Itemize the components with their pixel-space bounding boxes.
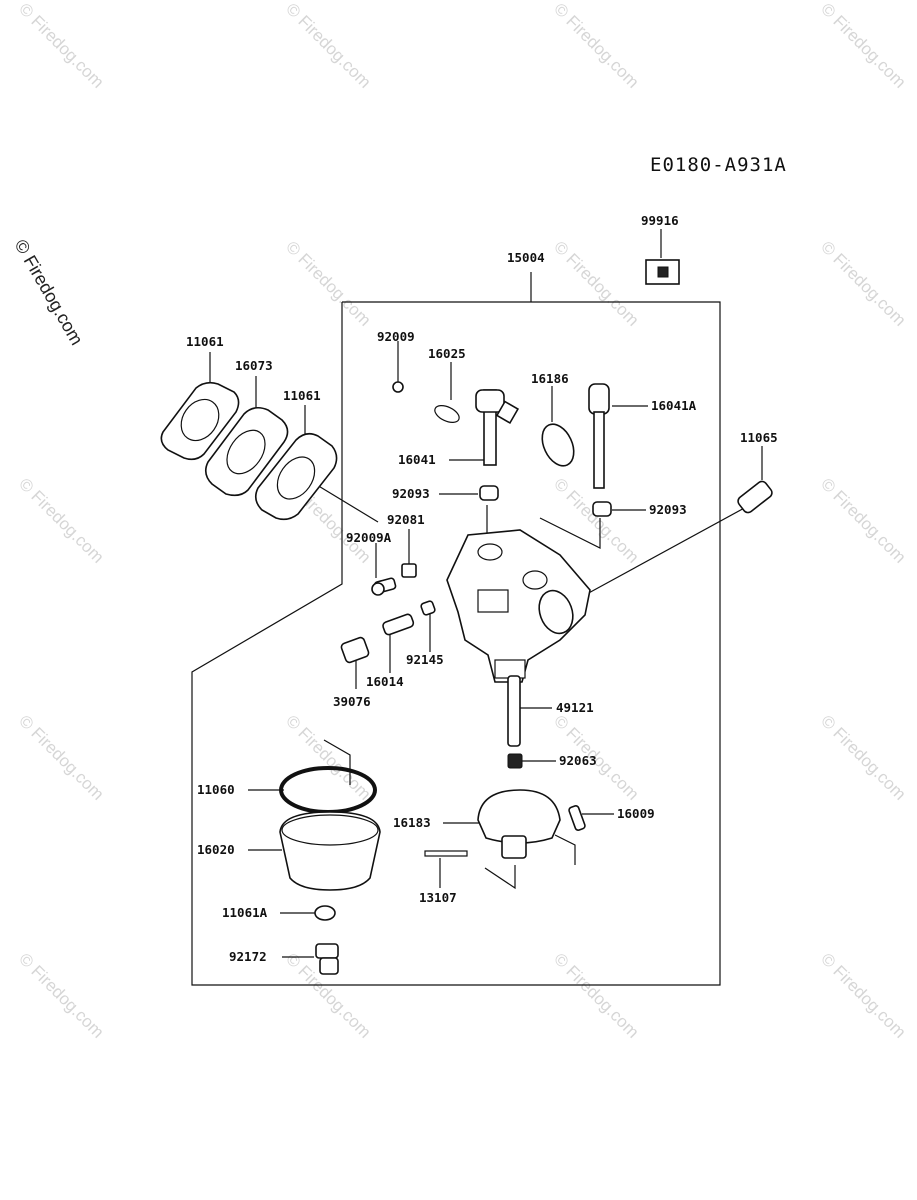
- watermark: © Firedog.com: [550, 0, 642, 92]
- watermark: © Firedog.com: [550, 949, 642, 1041]
- watermark: © Firedog.com: [15, 0, 107, 92]
- part-label[interactable]: 16009: [617, 806, 655, 821]
- part-label[interactable]: 11061A: [222, 905, 268, 920]
- watermark: © Firedog.com: [550, 237, 642, 329]
- watermark: © Firedog.com: [817, 0, 909, 92]
- leader-lines: [209, 229, 763, 958]
- part-label[interactable]: 11061: [186, 334, 224, 349]
- watermark: © Firedog.com: [817, 711, 909, 803]
- part-label[interactable]: 92145: [406, 652, 444, 667]
- part-label[interactable]: 92093: [649, 502, 687, 517]
- watermark: © Firedog.com: [15, 949, 107, 1041]
- part-label[interactable]: 99916: [641, 213, 679, 228]
- part-drawings: [160, 259, 773, 975]
- watermark: © Firedog.com: [817, 237, 909, 329]
- part-label[interactable]: 16186: [531, 371, 569, 386]
- watermark: © Firedog.com: [817, 949, 909, 1041]
- watermark: © Firedog.com: [15, 711, 107, 803]
- side-watermark: © Firedog.com: [11, 236, 87, 348]
- part-label[interactable]: 92093: [392, 486, 430, 501]
- watermark: © Firedog.com: [282, 237, 374, 329]
- assembly-label[interactable]: 15004: [507, 250, 545, 265]
- part-label[interactable]: 92172: [229, 949, 267, 964]
- watermark: © Firedog.com: [15, 474, 107, 566]
- part-label[interactable]: 92063: [559, 753, 597, 768]
- part-label[interactable]: 16183: [393, 815, 431, 830]
- drawing-code: E0180-A931A: [650, 154, 787, 176]
- part-label[interactable]: 16041A: [651, 398, 697, 413]
- assembly-bracket: [191, 272, 721, 986]
- part-label[interactable]: 92009A: [346, 530, 392, 545]
- watermark: © Firedog.com: [282, 711, 374, 803]
- watermark: © Firedog.com: [282, 0, 374, 92]
- part-label[interactable]: 16073: [235, 358, 273, 373]
- part-label[interactable]: 11065: [740, 430, 778, 445]
- part-label[interactable]: 16014: [366, 674, 404, 689]
- part-label[interactable]: 16020: [197, 842, 235, 857]
- part-label[interactable]: 49121: [556, 700, 594, 715]
- part-label[interactable]: 92081: [387, 512, 425, 527]
- part-label[interactable]: 11061: [283, 388, 321, 403]
- part-label[interactable]: 13107: [419, 890, 457, 905]
- part-label[interactable]: 39076: [333, 694, 371, 709]
- part-label[interactable]: 92009: [377, 329, 415, 344]
- part-label[interactable]: 11060: [197, 782, 235, 797]
- part-label[interactable]: 16041: [398, 452, 436, 467]
- watermark: © Firedog.com: [817, 474, 909, 566]
- part-label[interactable]: 16025: [428, 346, 466, 361]
- part-labels: 15004 99916 11061 16073 11061 92009 1602…: [186, 213, 778, 964]
